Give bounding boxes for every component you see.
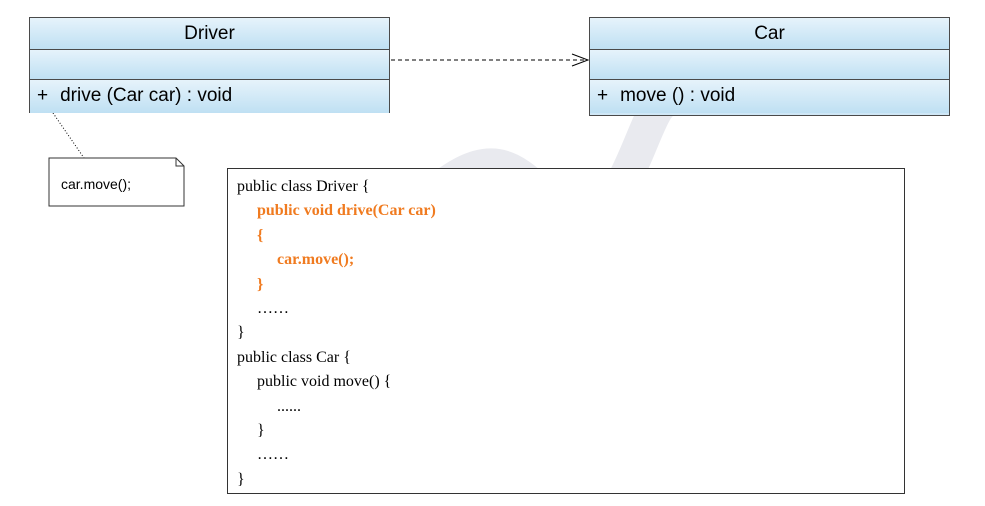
class-driver-attributes [30,50,389,80]
code-line: } [257,421,265,439]
code-line: public void drive(Car car) [257,202,436,220]
class-car[interactable]: Car + move () : void [589,17,950,116]
code-line: } [257,275,264,293]
class-driver[interactable]: Driver + drive (Car car) : void [29,17,390,113]
note-fold [175,158,184,167]
code-line: } [237,324,245,342]
note-text: car.move(); [61,176,132,192]
code-line: public void move() { [257,373,392,391]
class-car-operations: + move () : void [590,80,949,113]
code-line: public class Driver { [237,178,370,195]
class-driver-name: Driver [30,18,389,50]
code-line: } [237,470,245,488]
operation-drive: drive (Car car) : void [60,85,233,106]
code-line: ...... [277,397,301,415]
code-line: …… [257,299,289,317]
note-anchor-line [52,112,85,159]
dependency-arrowhead [571,53,590,67]
operation-move: move () : void [620,85,736,106]
code-listing: public class Driver { public void drive(C… [227,168,905,494]
code-line: car.move(); [277,251,355,269]
note-box [48,157,185,207]
class-driver-operations: + drive (Car car) : void [30,80,389,113]
class-car-name: Car [590,18,949,50]
operation-visibility: + [597,85,609,106]
operation-visibility: + [37,85,49,106]
class-car-attributes [590,50,949,80]
code-line: …… [257,446,289,464]
code-line: { [257,226,264,244]
code-line: public class Car { [237,348,351,366]
